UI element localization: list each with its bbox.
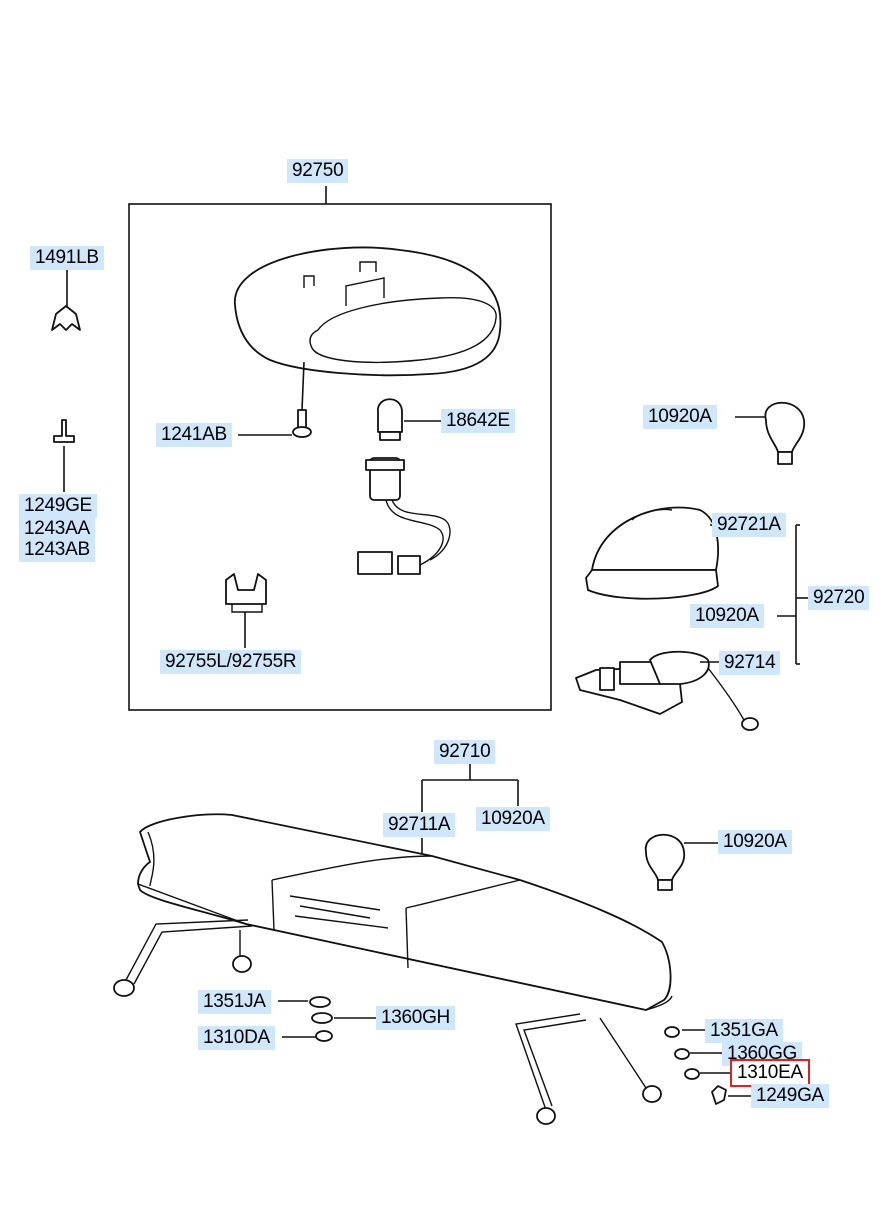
label-92721A[interactable]: 92721A bbox=[712, 513, 786, 537]
label-1360GH[interactable]: 1360GH bbox=[376, 1006, 455, 1030]
label-1310EA-highlighted[interactable]: 1310EA bbox=[730, 1059, 810, 1087]
label-10920A-bar[interactable]: 10920A bbox=[476, 807, 550, 831]
left-fasteners bbox=[309, 996, 333, 1042]
stop-lamp-housing bbox=[234, 246, 502, 377]
light-bar-92711A bbox=[137, 813, 673, 1011]
bulb-10920A-lower bbox=[645, 833, 686, 891]
label-18642E[interactable]: 18642E bbox=[441, 409, 515, 433]
label-10920A-dome[interactable]: 10920A bbox=[690, 604, 764, 628]
screw-1249GE bbox=[53, 419, 75, 492]
label-92755[interactable]: 92755L/92755R bbox=[160, 650, 302, 674]
label-92720[interactable]: 92720 bbox=[808, 586, 870, 610]
label-1249GE[interactable]: 1249GE bbox=[19, 494, 97, 518]
label-92710[interactable]: 92710 bbox=[434, 740, 496, 764]
clip-1491LB bbox=[51, 270, 81, 331]
dome-lamp-92721A bbox=[585, 506, 719, 600]
label-1351JA[interactable]: 1351JA bbox=[198, 990, 271, 1014]
group-box-92750 bbox=[128, 203, 552, 711]
label-1249GA[interactable]: 1249GA bbox=[751, 1084, 829, 1108]
label-92714[interactable]: 92714 bbox=[719, 651, 781, 675]
right-fasteners bbox=[664, 1026, 727, 1105]
label-10920A-loose[interactable]: 10920A bbox=[718, 830, 792, 854]
bracket-92755 bbox=[225, 573, 267, 648]
label-1243AA[interactable]: 1243AA bbox=[19, 517, 95, 541]
group-bracket-92720 bbox=[777, 524, 812, 665]
light-bar-mounts bbox=[113, 919, 662, 1125]
socket-wiring bbox=[357, 457, 451, 575]
label-1310DA[interactable]: 1310DA bbox=[198, 1026, 275, 1050]
bulb-18642E bbox=[377, 398, 403, 441]
label-1243AB[interactable]: 1243AB bbox=[19, 538, 95, 562]
label-1351GA[interactable]: 1351GA bbox=[705, 1019, 783, 1043]
screw-1241AB bbox=[292, 361, 312, 438]
lamp-base-92714 bbox=[575, 650, 759, 731]
label-92711A[interactable]: 92711A bbox=[383, 813, 456, 837]
label-10920A-upper[interactable]: 10920A bbox=[643, 405, 717, 429]
label-92750[interactable]: 92750 bbox=[287, 159, 349, 183]
label-1491LB[interactable]: 1491LB bbox=[30, 246, 104, 270]
label-1241AB[interactable]: 1241AB bbox=[156, 423, 232, 447]
bulb-10920A-upper bbox=[764, 401, 806, 465]
